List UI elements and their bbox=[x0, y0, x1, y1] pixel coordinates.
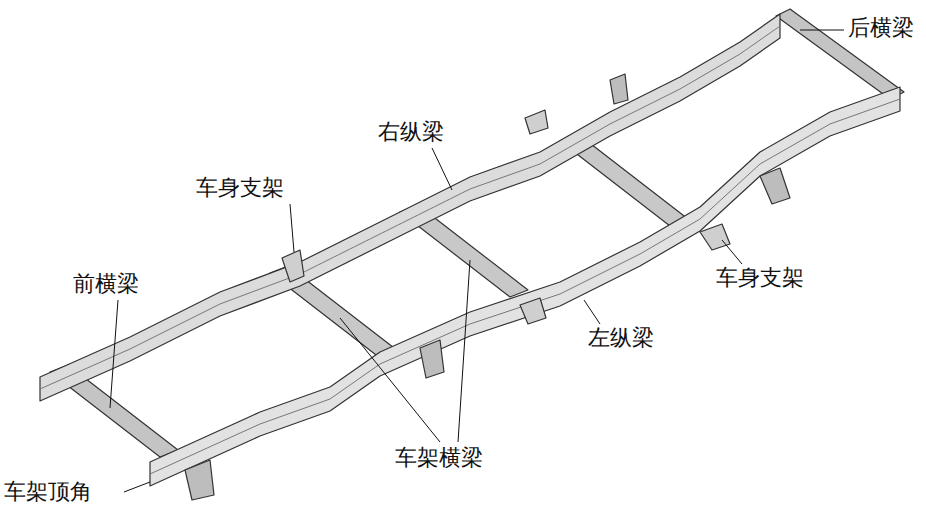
part-label: 后横梁 bbox=[848, 16, 914, 40]
left-rail bbox=[150, 87, 900, 486]
part-label: 前横梁 bbox=[73, 272, 139, 296]
part-label: 车架横梁 bbox=[395, 446, 483, 470]
part-label: 车身支架 bbox=[716, 266, 804, 290]
part-label: 左纵梁 bbox=[588, 326, 654, 350]
body-mount bbox=[525, 110, 548, 134]
spring-hanger bbox=[185, 460, 214, 500]
spring-hanger bbox=[760, 168, 790, 204]
spring-hanger bbox=[610, 74, 628, 104]
part-label: 车架顶角 bbox=[4, 480, 92, 504]
part-label: 右纵梁 bbox=[378, 120, 444, 144]
body-mount bbox=[520, 298, 546, 324]
spring-hanger bbox=[420, 340, 444, 378]
body-mount bbox=[282, 250, 304, 282]
body-mount bbox=[700, 224, 730, 250]
part-label: 车身支架 bbox=[196, 176, 284, 200]
leader-lines bbox=[110, 30, 844, 492]
